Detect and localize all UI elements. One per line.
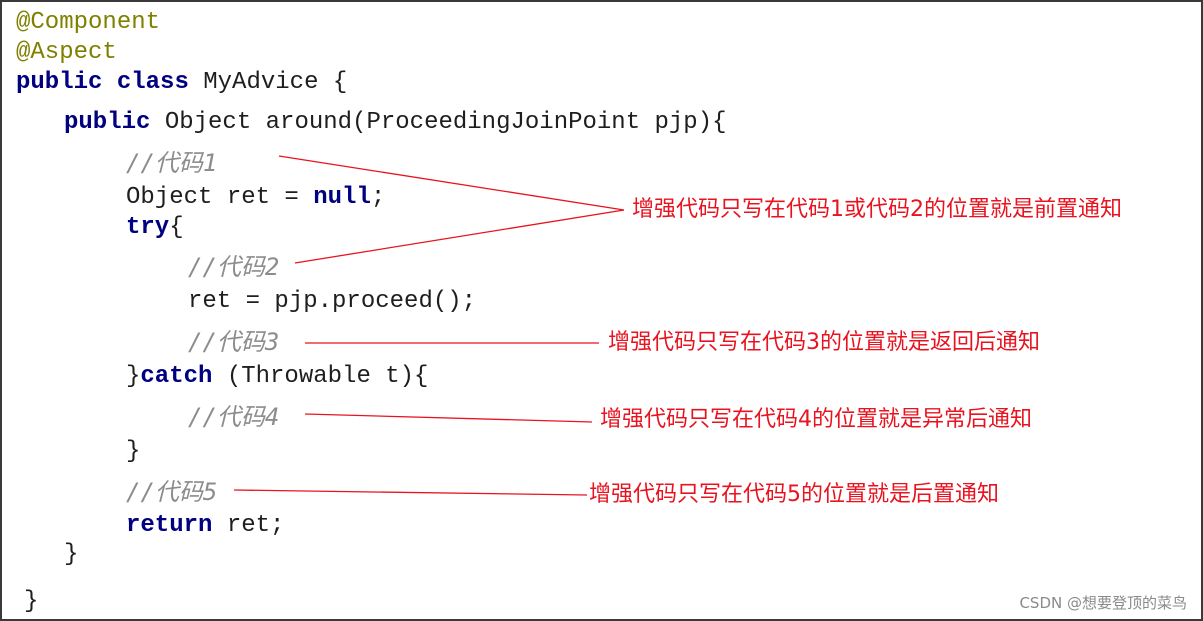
line-proceed: ret = pjp.proceed();	[188, 288, 477, 315]
line-object-ret: Object ret = null;	[126, 183, 385, 213]
connector-line-code4	[304, 413, 593, 423]
keyword-class: class	[116, 69, 189, 96]
keyword-public: public	[16, 69, 103, 96]
close-class-brace: }	[24, 588, 39, 615]
try-brace: {	[169, 214, 184, 241]
line-catch: }catch (Throwable t){	[126, 362, 428, 392]
connector-line-code5	[233, 489, 588, 496]
comment-code-1: //代码1	[126, 149, 218, 177]
semicolon: ;	[370, 184, 386, 211]
connector-line-code1	[278, 155, 625, 211]
object-ret-assign: Object ret =	[126, 184, 314, 211]
comment-code-5: //代码5	[126, 478, 218, 506]
catch-params: (Throwable t){	[212, 363, 429, 390]
keyword-catch: catch	[140, 363, 213, 390]
annotation-component: @Component	[16, 9, 161, 36]
comment-code-3: //代码3	[188, 328, 280, 356]
close-catch-brace: }	[126, 438, 141, 465]
keyword-public: public	[64, 109, 151, 136]
annotation-aspect: @Aspect	[16, 39, 117, 66]
note-after-returning-advice: 增强代码只写在代码3的位置就是返回后通知	[608, 330, 1040, 355]
keyword-null: null	[313, 184, 371, 211]
close-method-brace: }	[64, 541, 79, 568]
catch-open-brace: }	[126, 363, 141, 390]
method-signature: Object around(ProceedingJoinPoint pjp){	[150, 109, 727, 136]
keyword-return: return	[126, 512, 213, 539]
note-before-advice: 增强代码只写在代码1或代码2的位置就是前置通知	[632, 197, 1122, 222]
return-value: ret;	[212, 512, 285, 539]
line-return: return ret;	[126, 511, 284, 541]
method-declaration: public Object around(ProceedingJoinPoint…	[64, 108, 727, 138]
connector-line-code2	[294, 209, 625, 264]
comment-code-4: //代码4	[188, 403, 280, 431]
comment-code-2: //代码2	[188, 253, 280, 281]
watermark: CSDN @想要登顶的菜鸟	[1019, 594, 1187, 612]
class-name: MyAdvice {	[188, 69, 348, 96]
class-declaration: public class MyAdvice {	[16, 68, 347, 98]
keyword-try: try	[126, 214, 170, 241]
note-after-advice: 增强代码只写在代码5的位置就是后置通知	[589, 482, 999, 507]
line-try: try{	[126, 213, 184, 243]
note-after-throwing-advice: 增强代码只写在代码4的位置就是异常后通知	[600, 407, 1032, 432]
